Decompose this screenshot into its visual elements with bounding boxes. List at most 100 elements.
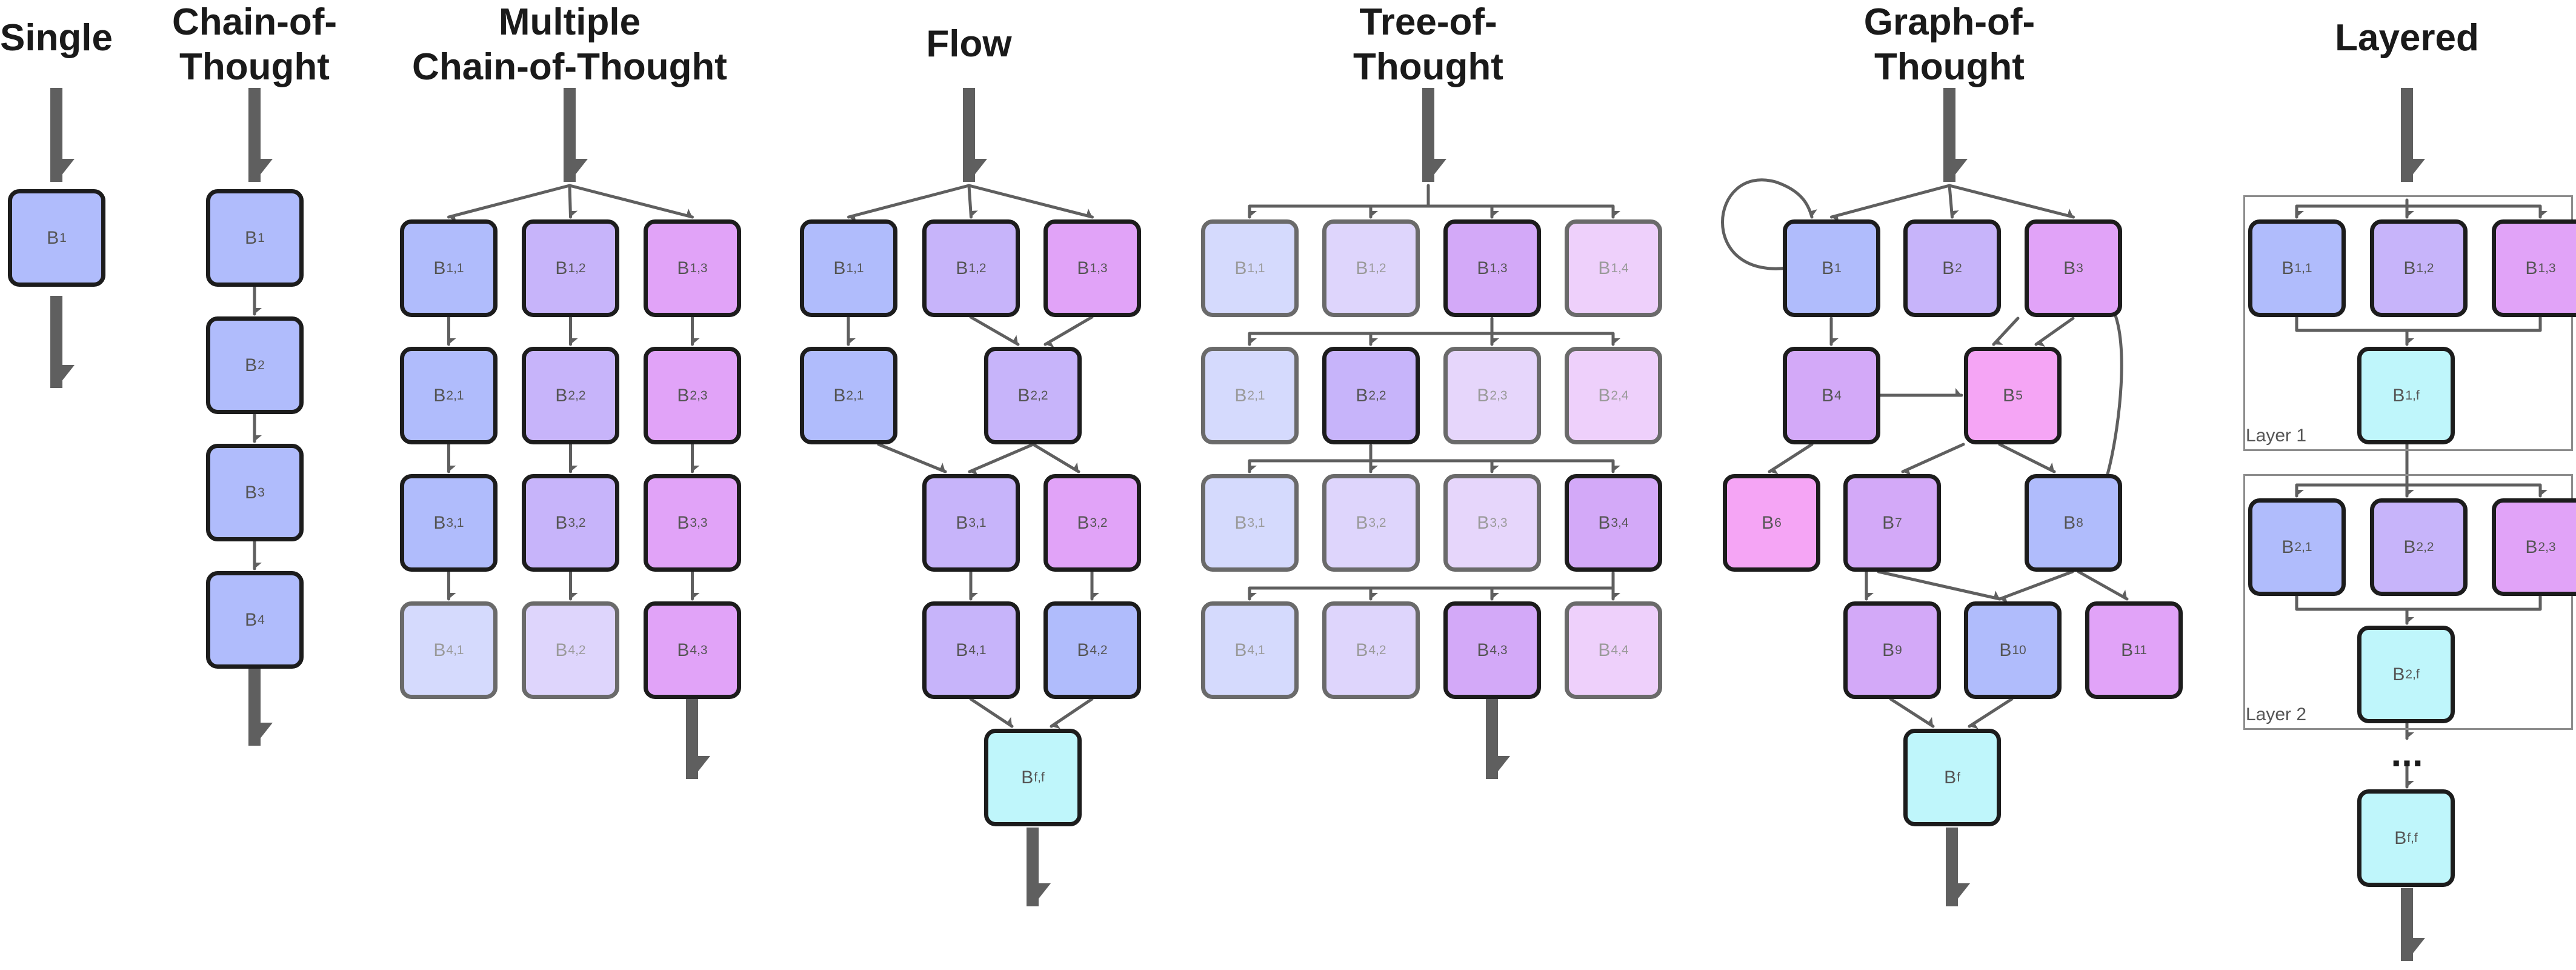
continuation-ellipsis: ... (2391, 731, 2423, 775)
edge-arrow (1998, 570, 2074, 599)
edge-arrow (1248, 444, 1373, 473)
edge-arrow (1369, 459, 1613, 473)
edge-arrow (1998, 443, 2056, 472)
node-label: B (1942, 258, 1955, 278)
node-label: B (677, 512, 690, 533)
node-label: B (1234, 640, 1247, 660)
node-label: B (245, 609, 258, 630)
node-label: B (1598, 512, 1611, 533)
node-label: B (2525, 258, 2538, 278)
node-subscript: 4,2 (568, 643, 586, 657)
edge-arrow (2034, 316, 2075, 344)
node-label: B (2281, 537, 2294, 557)
node-subscript: 1,1 (1247, 261, 1265, 275)
node-label: B (1017, 385, 1030, 406)
node-label: B (433, 512, 446, 533)
edge-arrow (1948, 184, 1952, 219)
node-subscript: 2,3 (1489, 388, 1508, 403)
edge-arrow (969, 697, 1014, 726)
edge-arrow (2077, 570, 2129, 599)
node-label: B (956, 258, 968, 278)
node-label: B (956, 640, 968, 660)
node-subscript: 3,1 (968, 515, 987, 530)
node-subscript: 2,1 (846, 388, 864, 403)
node-subscript: f,f (2407, 831, 2418, 845)
node-label: B (1477, 258, 1489, 278)
node-label: B (1999, 640, 2012, 660)
title-layered: Layered (2335, 17, 2479, 59)
node-subscript: 4,1 (446, 643, 464, 657)
node-label: B (1882, 640, 1895, 660)
node-subscript: 2,2 (1368, 388, 1386, 403)
node-label: B (2403, 537, 2416, 557)
node-subscript: 4,1 (1247, 643, 1265, 657)
node-subscript: 1,2 (968, 261, 987, 275)
title-flow: Flow (926, 23, 1012, 65)
title-chain-of-thought: Chain-of- Thought (171, 1, 338, 88)
node-subscript: 2,3 (2538, 540, 2556, 554)
node-label: B (2121, 640, 2134, 660)
node-label: B (1598, 640, 1611, 660)
node-subscript: 3,2 (1090, 515, 1108, 530)
layer-2-frame (2243, 474, 2573, 730)
edge-arrow (1992, 316, 2020, 346)
node-subscript: 8 (2076, 515, 2083, 530)
node-subscript: 3,4 (1611, 515, 1629, 530)
node-subscript: 1 (59, 230, 67, 245)
node-label: B (433, 640, 446, 660)
node-subscript: 5 (2015, 388, 2023, 403)
node-subscript: 10 (2012, 643, 2026, 657)
node-subscript: 1,3 (1489, 261, 1508, 275)
node-label: B (1822, 385, 1834, 406)
node-subscript: 4,3 (690, 643, 708, 657)
node-label: B (2003, 385, 2015, 406)
node-subscript: 2 (258, 358, 265, 372)
edge-arrow (2295, 198, 2409, 219)
edge-arrow (1031, 443, 1080, 472)
node-subscript: 3 (258, 485, 265, 500)
node-label: B (1077, 640, 1090, 660)
edge-arrow (967, 184, 1094, 217)
node-label: B (1234, 385, 1247, 406)
edge-arrow (1043, 315, 1094, 344)
node-label: B (555, 385, 568, 406)
node-subscript: 3,3 (690, 515, 708, 530)
node-label: B (1477, 385, 1489, 406)
edge-arrow (968, 443, 1035, 472)
node-label: B (555, 258, 568, 278)
node-label: B (1598, 258, 1611, 278)
node-subscript: 1,3 (2538, 261, 2556, 275)
node-subscript: 1,2 (568, 261, 586, 275)
node-subscript: 7 (1895, 515, 1902, 530)
node-subscript: 4,3 (1489, 643, 1508, 657)
node-label: B (956, 512, 968, 533)
node-subscript: 4,2 (1368, 643, 1386, 657)
node-label: B (1598, 385, 1611, 406)
node-label: B (245, 355, 258, 375)
